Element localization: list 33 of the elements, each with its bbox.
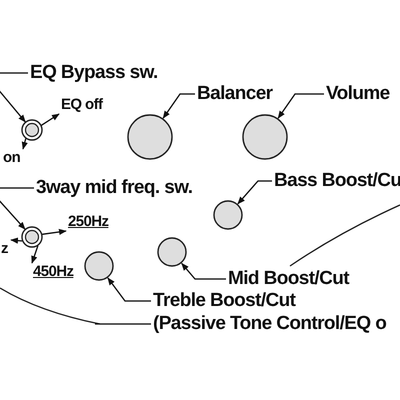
frequency-label: 250Hz — [68, 214, 108, 229]
control-label: Mid Boost/Cut — [228, 269, 349, 288]
leader-line — [162, 93, 195, 119]
arrow — [42, 228, 67, 236]
frequency-label: 450Hz — [33, 264, 74, 279]
control-label: z — [1, 241, 8, 256]
control-label: EQ off — [61, 97, 102, 112]
arrow — [41, 113, 60, 126]
control-label: Bass Boost/Cu — [274, 171, 400, 190]
leader-line — [107, 277, 151, 302]
knob-symbol — [213, 200, 243, 230]
leader-line — [95, 323, 151, 325]
knob-symbol — [84, 251, 114, 281]
leader-line — [237, 180, 272, 204]
arrow — [10, 238, 22, 244]
knob-symbol — [157, 237, 187, 267]
control-label: Treble Boost/Cut — [153, 291, 296, 310]
leader-line — [0, 72, 28, 122]
control-label: EQ Bypass sw. — [30, 63, 158, 82]
control-label: Volume — [326, 84, 390, 103]
control-label: 3way mid freq. sw. — [36, 178, 192, 197]
knob-symbol — [127, 114, 173, 160]
knob-symbol — [242, 114, 288, 160]
arrow — [22, 138, 28, 150]
control-label: Balancer — [197, 84, 272, 103]
leader-line — [278, 93, 324, 119]
control-label: (Passive Tone Control/EQ o — [153, 314, 386, 333]
arrow — [31, 245, 39, 264]
switch-symbol — [21, 119, 43, 141]
control-label: on — [3, 150, 20, 165]
switch-symbol — [21, 226, 43, 248]
leader-line — [0, 187, 34, 230]
leader-line — [181, 262, 226, 280]
